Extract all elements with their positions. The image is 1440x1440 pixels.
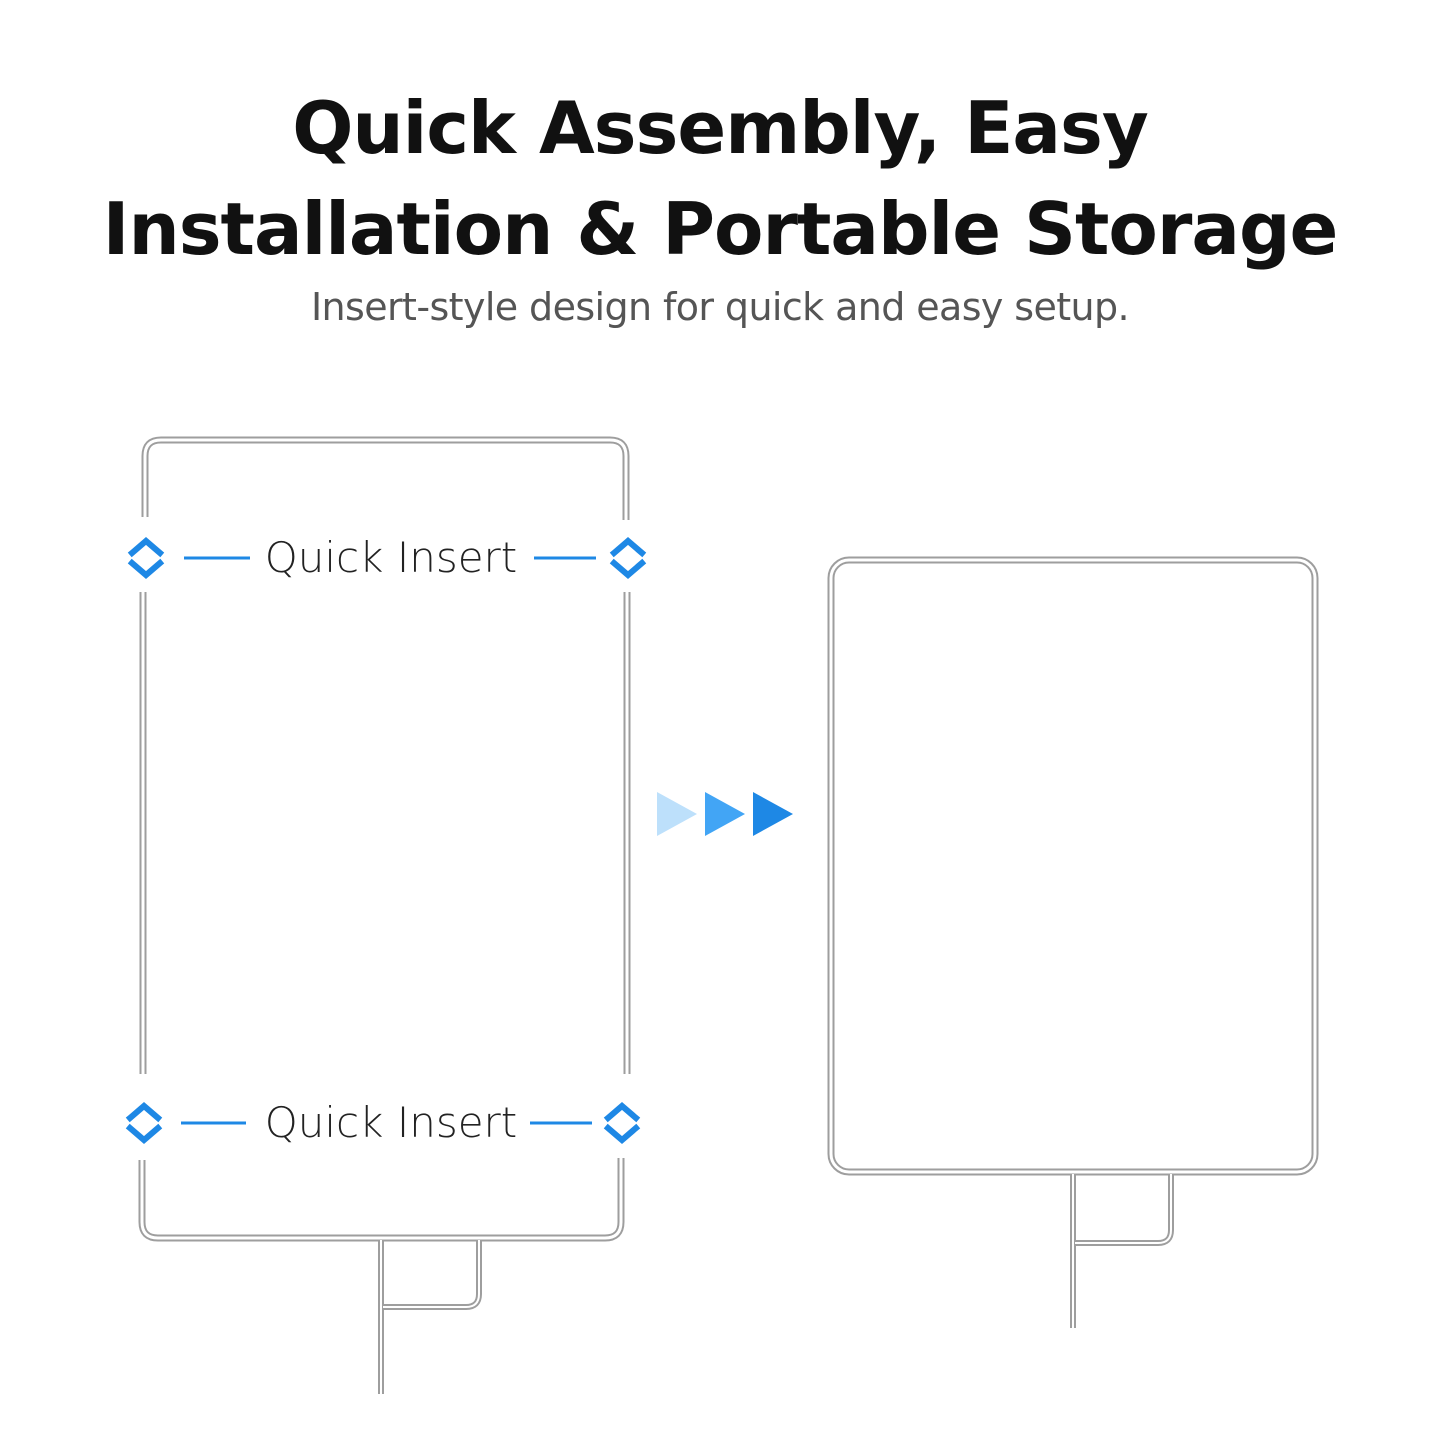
double-chevron-icon [130,1106,158,1140]
assembled-frame [827,556,1319,1328]
page-subtitle: Insert-style design for quick and easy s… [310,285,1130,329]
bottom-insert-indicator: Quick Insert [130,1098,636,1147]
frame-stem [378,1240,482,1394]
top-insert-indicator: Quick Insert [132,533,642,582]
assembled-frame-stem [1070,1174,1174,1328]
double-chevron-icon [132,541,160,575]
bottom-insert-label: Quick Insert [265,1098,518,1147]
arrow-mid [705,792,745,836]
triple-arrow-right-icon [657,792,793,836]
double-chevron-icon [614,541,642,575]
page-title-line-2: Installation & Portable Storage [102,187,1339,271]
page-title-line-1: Quick Assembly, Easy [292,86,1149,170]
double-chevron-icon [608,1106,636,1140]
frame-top-section [141,436,630,520]
arrow-dark [753,792,793,836]
arrow-light [657,792,697,836]
top-insert-label: Quick Insert [265,533,518,582]
assembled-frame-border [827,556,1319,1176]
disassembled-frame [138,436,631,1394]
frame-bottom-section [138,1158,625,1242]
